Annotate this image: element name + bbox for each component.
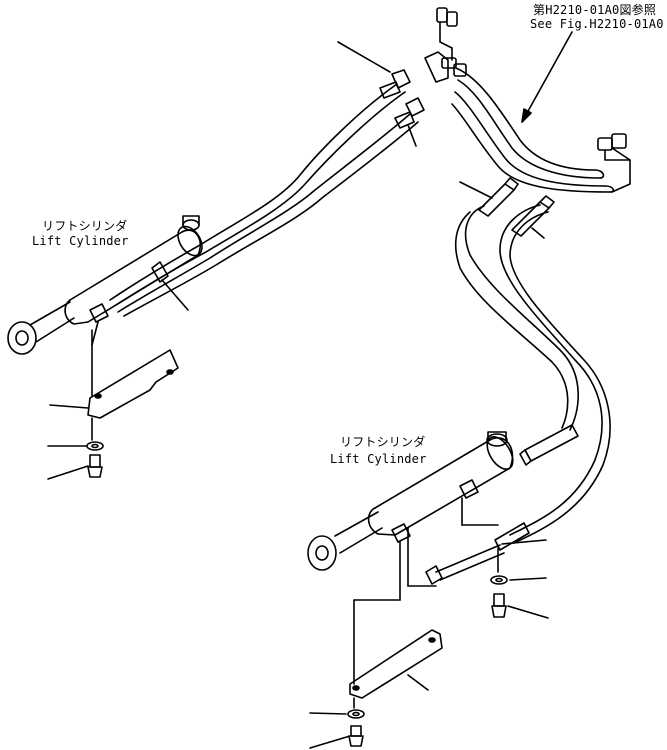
hose-pair-left [110, 70, 424, 316]
long-hose-right [338, 42, 610, 584]
cylinder-right-label-en: Lift Cylinder [330, 452, 427, 466]
reference-label-jp: 第H2210-01A0図参照 [533, 3, 657, 17]
reference-label-en: See Fig.H2210-01A0 [530, 17, 664, 31]
cylinder-left-label-jp: リフトシリンダ [42, 219, 128, 233]
cylinder-left-label-en: Lift Cylinder [32, 234, 129, 248]
right-top-fittings [598, 134, 630, 192]
right-lift-cylinder [308, 432, 518, 600]
bottom-bracket-assembly [310, 600, 442, 748]
left-bracket-assembly [48, 280, 188, 479]
valve-fitting-block [425, 8, 466, 82]
left-lift-cylinder [8, 216, 207, 354]
right-clamp-parts [491, 540, 548, 618]
cylinder-right-label-jp: リフトシリンダ [340, 435, 426, 449]
reference-arrow [522, 32, 572, 122]
steel-tube-bundle [452, 68, 613, 192]
